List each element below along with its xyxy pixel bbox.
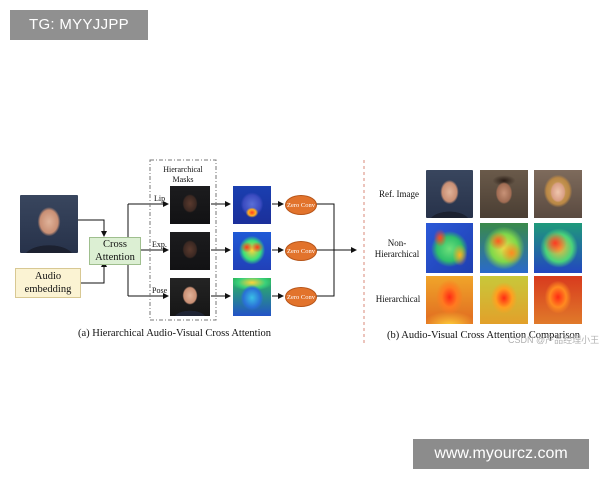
cross-attention-label: Cross Attention bbox=[95, 239, 135, 263]
watermark-bottom: www.myourcz.com bbox=[413, 439, 589, 469]
hierarchical-masks-title: Hierarchical Masks bbox=[163, 165, 203, 184]
input-face-photo bbox=[20, 195, 78, 253]
non-hierarchical-heatmap-1 bbox=[426, 223, 473, 273]
hierarchical-heatmap-3 bbox=[534, 276, 582, 324]
lip-attention-heatmap bbox=[233, 186, 271, 224]
zero-conv-exp-label: Zero Conv bbox=[287, 247, 315, 255]
arrow-photo-to-attention bbox=[78, 219, 107, 237]
zero-conv-pose: Zero Conv bbox=[285, 287, 317, 307]
zero-conv-lip-label: Zero Conv bbox=[287, 201, 315, 209]
branch-label-exp: Exp. bbox=[152, 240, 167, 249]
hierarchical-heatmap-2 bbox=[480, 276, 528, 324]
branch-label-lip: Lip bbox=[154, 194, 166, 203]
row-label-non-hierarchical: Non-Hierarchical bbox=[374, 238, 420, 259]
ref-image-2 bbox=[480, 170, 528, 218]
exp-mask-image bbox=[170, 232, 210, 270]
row-label-ref-image: Ref. Image bbox=[379, 189, 419, 199]
row-label-hierarchical: Hierarchical bbox=[375, 294, 421, 304]
zero-conv-pose-label: Zero Conv bbox=[287, 293, 315, 301]
hierarchical-masks-frame bbox=[149, 159, 217, 321]
cross-attention-box: Cross Attention bbox=[89, 237, 141, 265]
ref-image-3 bbox=[534, 170, 582, 218]
lip-mask-image bbox=[170, 186, 210, 224]
audio-embedding-label: Audio embedding bbox=[24, 271, 72, 295]
caption-a: (a) Hierarchical Audio-Visual Cross Atte… bbox=[78, 328, 271, 339]
caption-b: (b) Audio-Visual Cross Attention Compari… bbox=[387, 330, 581, 341]
audio-embedding-box: Audio embedding bbox=[15, 268, 81, 298]
ref-image-1 bbox=[426, 170, 473, 218]
watermark-small: CSDN @产品经理小王 bbox=[508, 335, 600, 345]
pose-mask-image bbox=[170, 278, 210, 316]
arrow-audio-to-attention bbox=[80, 261, 107, 284]
exp-attention-heatmap bbox=[233, 232, 271, 270]
branch-label-pose: Pose bbox=[152, 286, 168, 295]
hierarchical-heatmap-1 bbox=[426, 276, 473, 324]
zero-conv-exp: Zero Conv bbox=[285, 241, 317, 261]
watermark-top: TG: MYYJJPP bbox=[10, 10, 148, 40]
non-hierarchical-heatmap-2 bbox=[480, 223, 528, 273]
zero-conv-lip: Zero Conv bbox=[285, 195, 317, 215]
non-hierarchical-heatmap-3 bbox=[534, 223, 582, 273]
pose-attention-heatmap bbox=[233, 278, 271, 316]
